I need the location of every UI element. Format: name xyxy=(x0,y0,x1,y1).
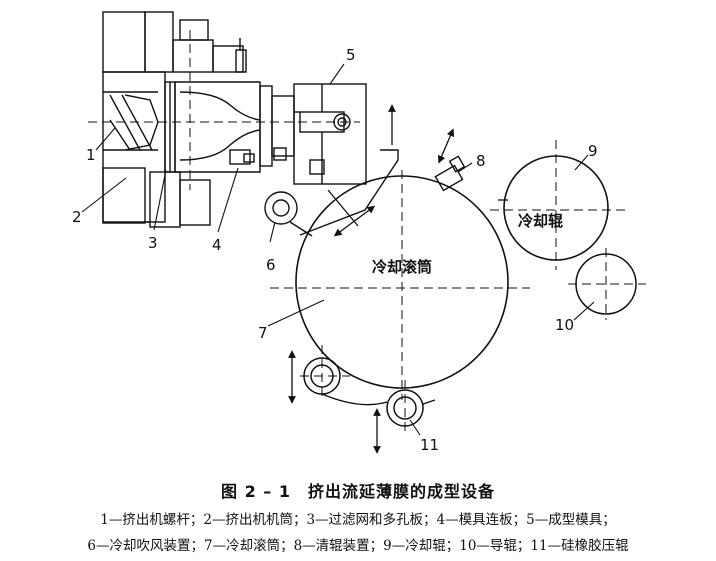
part-number-11: 11 xyxy=(420,436,439,454)
extruder-barrel-bottom xyxy=(102,167,146,224)
extruder-screw xyxy=(103,91,159,151)
adjustment-arrows xyxy=(288,104,455,454)
filter-screen-plate xyxy=(164,81,176,173)
film-path xyxy=(321,393,388,406)
leader-lines xyxy=(81,63,595,436)
figure-legend-line-2: 6—冷却吹风装置；7—冷却滚筒；8—清辊装置；9—冷却辊；10—导辊；11—硅橡… xyxy=(87,538,629,554)
cooling-drum-label: 冷却滚筒 xyxy=(372,258,432,276)
die-adapter xyxy=(174,81,261,173)
part-number-9: 9 xyxy=(588,142,598,160)
forming-die xyxy=(293,83,367,185)
figure-caption-title: 图 2 – 1 挤出流延薄膜的成型设备 xyxy=(221,482,495,501)
extruder-assembly xyxy=(102,11,399,236)
part-number-5: 5 xyxy=(346,46,356,64)
air-knife-cooling-blower xyxy=(264,191,313,237)
part-number-2: 2 xyxy=(72,208,82,226)
extruder-barrel-top xyxy=(102,11,146,73)
extruder-barrel xyxy=(102,71,166,223)
figure-legend-line-1: 1—挤出机螺杆；2—挤出机机筒；3—过滤网和多孔板；4—模具连板；5—成型模具； xyxy=(100,512,616,528)
cooling-roller-label: 冷却辊 xyxy=(518,212,563,230)
part-number-8: 8 xyxy=(476,152,486,170)
part-number-7: 7 xyxy=(258,324,268,342)
centerlines xyxy=(88,30,646,432)
part-number-3: 3 xyxy=(148,234,158,252)
equipment-diagram: 冷却滚筒 冷却辊 xyxy=(72,11,646,454)
roll-cleaning-device xyxy=(434,155,466,192)
part-number-1: 1 xyxy=(86,146,96,164)
part-number-4: 4 xyxy=(212,236,222,254)
part-number-6: 6 xyxy=(266,256,276,274)
part-number-10: 10 xyxy=(555,316,574,334)
